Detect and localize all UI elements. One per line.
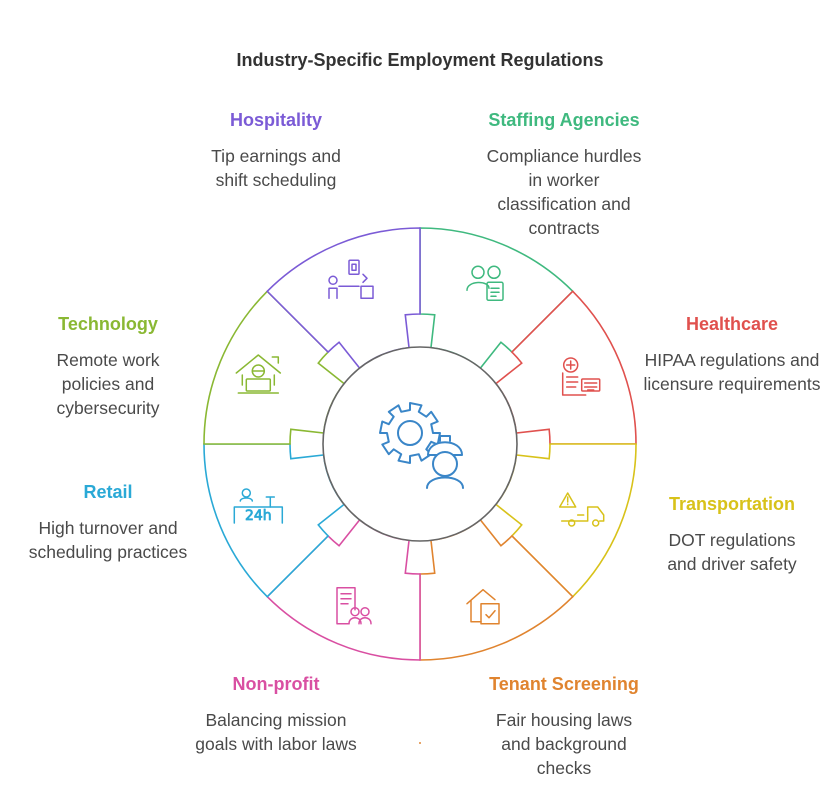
label-transportation-desc: DOT regulations and driver safety: [667, 530, 797, 574]
label-nonprofit-title: Non-profit: [232, 674, 320, 694]
label-staffing-desc: Compliance hurdles in worker classificat…: [486, 146, 642, 238]
gear-and-worker-icon: [379, 402, 464, 489]
server-tray-icon: [328, 259, 374, 300]
segment-healthcare: [494, 290, 637, 445]
people-document-icon: [466, 265, 504, 302]
center-circle: [322, 346, 518, 542]
label-staffing: Staffing Agencies Compliance hurdles in …: [464, 108, 664, 240]
segment-nonprofit: [266, 518, 421, 661]
segment-staffing: [419, 227, 574, 370]
label-technology: Technology Remote work policies and cybe…: [8, 312, 208, 420]
label-transportation: Transportation DOT regulations and drive…: [632, 492, 832, 576]
house-check-icon: [466, 588, 500, 625]
label-hospitality-desc: Tip earnings and shift scheduling: [211, 146, 341, 190]
label-hospitality: Hospitality Tip earnings and shift sched…: [176, 108, 376, 192]
segment-retail: [203, 443, 346, 598]
label-tenant: Tenant Screening Fair housing laws and b…: [464, 672, 664, 780]
diagram-title: Industry-Specific Employment Regulations: [236, 50, 604, 70]
label-retail-desc: High turnover and scheduling practices: [28, 518, 188, 562]
label-healthcare: Healthcare HIPAA regulations and licensu…: [632, 312, 832, 396]
medical-record-icon: [561, 357, 601, 396]
truck-warning-icon: [558, 492, 605, 527]
label-retail-title: Retail: [83, 482, 133, 502]
label-technology-title: Technology: [58, 314, 158, 334]
label-healthcare-title: Healthcare: [685, 314, 779, 334]
label-nonprofit-desc: Balancing mission goals with labor laws: [195, 710, 357, 754]
home-laptop-icon: [235, 354, 282, 394]
segment-tenant: [419, 518, 574, 661]
segment-hospitality: [266, 227, 421, 370]
store-24h-icon: 24h: [233, 488, 284, 524]
label-retail: Retail High turnover and scheduling prac…: [8, 480, 208, 564]
label-hospitality-title: Hospitality: [229, 110, 322, 130]
label-staffing-title: Staffing Agencies: [488, 110, 640, 130]
label-transportation-title: Transportation: [668, 494, 795, 514]
label-technology-desc: Remote work policies and cybersecurity: [56, 350, 160, 418]
label-tenant-title: Tenant Screening: [489, 674, 639, 694]
svg-text:24h: 24h: [245, 508, 272, 524]
label-tenant-desc: Fair housing laws and background checks: [495, 710, 633, 778]
decorative-dot: [419, 742, 421, 744]
document-people-icon: [336, 586, 372, 625]
label-healthcare-desc: HIPAA regulations and licensure requirem…: [643, 350, 821, 394]
label-nonprofit: Non-profit Balancing mission goals with …: [176, 672, 376, 756]
